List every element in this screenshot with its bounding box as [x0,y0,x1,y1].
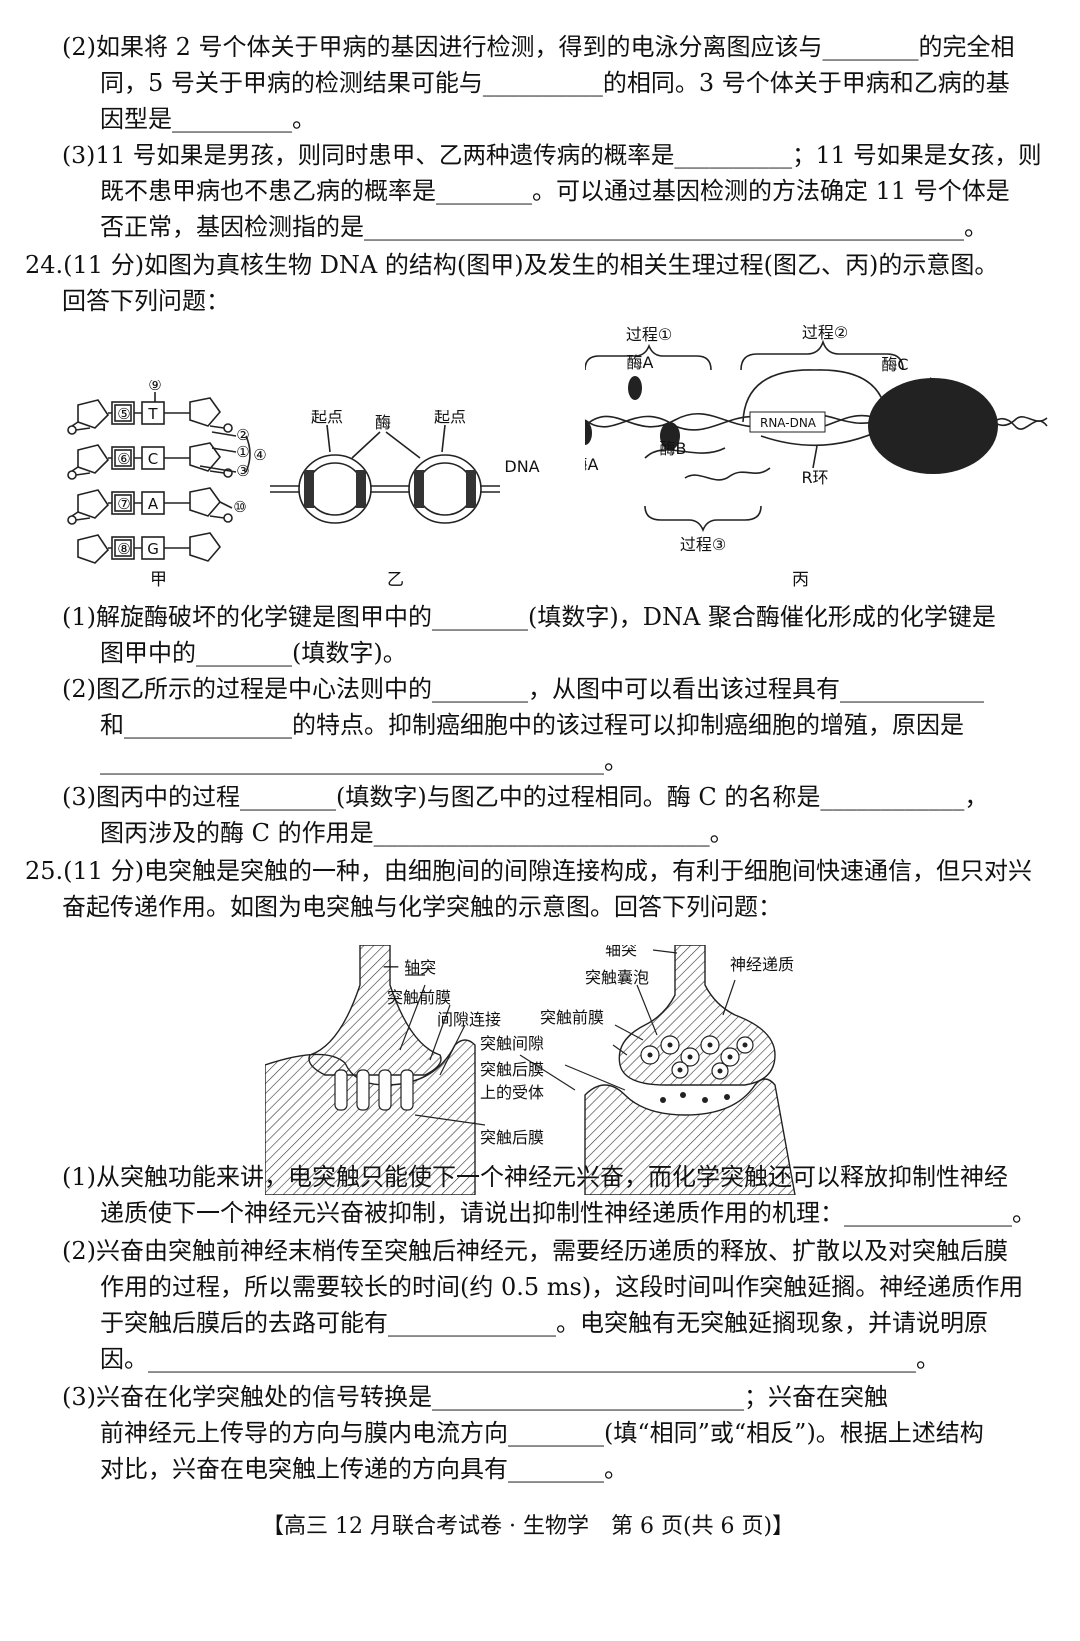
q25-part1-line1: (1)从突触功能来讲，电突触只能使下一个神经元兴奋，而化学突触还可以释放抑制性神… [62,1163,1008,1191]
synapse-axon-left: 一 轴突 [383,958,436,977]
bing-process-2: 过程② [802,323,848,342]
q25-part2-line4: 因。______________________________________… [100,1345,940,1373]
q24-stem-line1: 24.(11 分)如图为真核生物 DNA 的结构(图甲)及发生的相关生理过程(图… [25,251,999,279]
synapse-cleft: 突触间隙 [480,1034,544,1053]
q24-part2-line1: (2)图乙所示的过程是中心法则中的________，从图中可以看出该过程具有__… [62,675,984,703]
synapse-post: 突触后膜 [480,1128,544,1147]
q24-part2-line3: ________________________________________… [100,747,628,775]
bing-enzyme-C: 酶C [881,355,908,374]
yi-origin-right: 起点 [434,410,466,426]
figure-yi-replication: 起点 酶 起点 DNA [270,410,570,540]
yi-origin-left: 起点 [311,410,343,426]
q25-part3-line1: (3)兴奋在化学突触处的信号转换是_______________________… [62,1383,888,1411]
synapse-gap-junction: 间隙连接 [437,1010,501,1029]
q23-part3-line1: (3)11 号如果是男孩，则同时患甲、乙两种遗传病的概率是__________；… [62,141,1042,169]
bing-enzyme-A-bottom: 酶A [585,455,599,474]
jia-num-6: ⑥ [117,450,130,468]
q24-part3-line1: (3)图丙中的过程________(填数字)与图乙中的过程相同。酶 C 的名称是… [62,783,989,811]
q25-part3-line3: 对比，兴奋在电突触上传递的方向具有________。 [100,1455,628,1483]
synapse-transmitter: 神经递质 [730,955,794,974]
yi-dna: DNA [504,457,539,476]
q23-part2-line2: 同，5 号关于甲病的检测结果可能与__________的相同。3 号个体关于甲病… [100,69,1010,97]
bing-process-1: 过程① [626,325,672,344]
q23-part3-line3: 否正常，基因检测指的是_____________________________… [100,213,988,241]
jia-label-2: ② [236,426,249,444]
jia-label-9: ⑨ [148,380,161,394]
bing-process-3: 过程③ [680,535,726,554]
q25-part1-line2: 递质使下一个神经元兴奋被抑制，请说出抑制性神经递质作用的机理：_________… [100,1199,1036,1227]
jia-base-C: C [148,450,158,468]
bing-enzyme-A-top: 酶A [627,353,654,372]
q23-part2-line3: 因型是__________。 [100,105,316,133]
q25-part2-line2: 作用的过程，所以需要较长的时间(约 0.5 ms)，这段时间叫作突触延搁。神经递… [100,1273,1024,1301]
q24-part2-line2: 和______________的特点。抑制癌细胞中的该过程可以抑制癌细胞的增殖，… [100,711,964,739]
synapse-receptor-line2: 上的受体 [480,1083,544,1102]
synapse-vesicle: 突触囊泡 [585,968,649,987]
q23-part2-line1: (2)如果将 2 号个体关于甲病的基因进行检测，得到的电泳分离图应该与_____… [62,33,1015,61]
figure-jia-caption: 甲 [150,570,167,590]
page-footer: 【高三 12 月联合考试卷 · 生物学 第 6 页(共 6 页)】 [262,1514,795,1539]
synapse-receptor-line1: 突触后膜 [480,1060,544,1079]
jia-num-8: ⑧ [117,540,130,558]
jia-base-A: A [148,495,159,513]
figure-yi-caption: 乙 [387,570,404,590]
figure-jia-dna-structure: ⑤ T ⑥ C ⑦ A ⑧ G ⑨ ② ① ③ ④ ⑩ [60,380,280,570]
q25-part2-line3: 于突触后膜后的去路可能有______________。电突触有无突触延搁现象，并… [100,1309,988,1337]
synapse-pre-left: 突触前膜 [387,988,451,1007]
q25-stem-line1: 25.(11 分)电突触是突触的一种，由细胞间的间隙连接构成，有利于细胞间快速通… [25,857,1033,885]
jia-num-7: ⑦ [117,495,130,513]
q25-part2-line1: (2)兴奋由突触前神经末梢传至突触后神经元，需要经历递质的释放、扩散以及对突触后… [62,1237,1008,1265]
jia-label-4: ④ [253,446,266,464]
q25-part3-line2: 前神经元上传导的方向与膜内电流方向________(填“相同”或“相反”)。根据… [100,1419,984,1447]
synapse-axon-right: 轴突 [605,945,637,959]
q23-part3-line2: 既不患甲病也不患乙病的概率是________。可以通过基因检测的方法确定 11 … [100,177,1010,205]
yi-enzyme: 酶 [375,413,391,432]
q25-stem-line2: 奋起传递作用。如图为电突触与化学突触的示意图。回答下列问题： [62,893,782,921]
figure-synapse: 一 轴突 突触前膜 间隙连接 突触间隙 突触后膜 上的受体 突触后膜 轴突 突触… [265,945,825,1195]
bing-r-loop: R环 [801,468,828,487]
q24-stem-line2: 回答下列问题： [62,287,230,315]
figure-bing-caption: 丙 [792,570,809,590]
jia-label-1: ① [236,443,249,461]
jia-base-T: T [147,405,158,423]
q24-part1-line2: 图甲中的________(填数字)。 [100,639,407,667]
jia-label-3: ③ [236,462,249,480]
jia-label-10: ⑩ [233,498,246,516]
bing-rna-dna: RNA-DNA [760,416,817,430]
synapse-pre-right: 突触前膜 [540,1008,604,1027]
q24-part1-line1: (1)解旋酶破坏的化学键是图甲中的________(填数字)，DNA 聚合酶催化… [62,603,996,631]
jia-num-5: ⑤ [117,405,130,423]
q24-part3-line2: 图丙涉及的酶 C 的作用是___________________________… [100,819,734,847]
jia-base-G: G [147,540,159,558]
bing-enzyme-B: 酶B [660,439,687,458]
figure-bing-transcription-translation: 过程① 过程② 酶A 酶C RNA-DNA 酶A 酶B R环 过程③ [585,318,1055,568]
